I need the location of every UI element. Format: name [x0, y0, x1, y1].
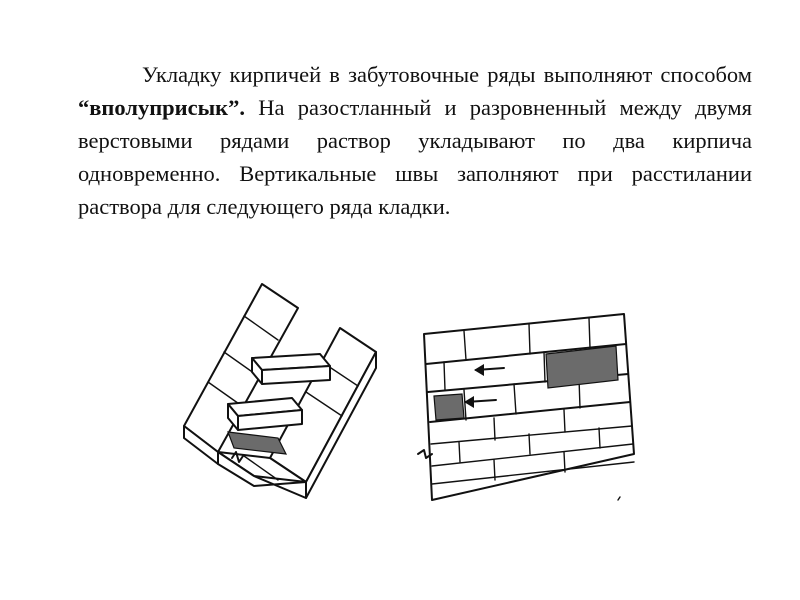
- break-mark: [231, 451, 244, 463]
- joint: [443, 361, 446, 391]
- joint: [493, 417, 496, 441]
- arrow-left-icon: [474, 364, 505, 376]
- joint: [493, 459, 496, 481]
- joint: [528, 433, 531, 455]
- method-name-bold: “вполуприсык”.: [78, 95, 246, 120]
- tick-mark: [617, 496, 621, 501]
- joint: [305, 391, 343, 417]
- course: [425, 343, 627, 365]
- joint: [598, 427, 601, 449]
- description-paragraph: Укладку кирпичей в забутовочные ряды вып…: [78, 58, 752, 223]
- mortar-patch: [545, 345, 619, 389]
- course: [431, 461, 635, 485]
- paragraph: Укладку кирпичей в забутовочные ряды вып…: [78, 58, 752, 223]
- joint: [528, 323, 531, 355]
- backfill-row-plan-drawing: [404, 304, 654, 504]
- joint: [243, 455, 279, 481]
- text-part-1: Укладку кирпичей в забутовочные ряды вып…: [142, 62, 752, 87]
- joint: [463, 330, 467, 361]
- joint: [458, 441, 461, 463]
- break-mark: [417, 449, 433, 459]
- course: [430, 425, 633, 445]
- joint: [243, 315, 279, 341]
- outline: [423, 313, 635, 501]
- joint: [463, 389, 467, 421]
- mortar-bed: [227, 431, 288, 455]
- joint: [207, 381, 243, 407]
- joint: [563, 451, 566, 473]
- plan-svg: [417, 313, 635, 501]
- text-part-3: На разостланный и разровненный между дву…: [78, 95, 752, 219]
- joint: [513, 383, 517, 415]
- isometric-svg: [183, 283, 377, 499]
- brick-1-front: [261, 365, 331, 385]
- joint: [543, 351, 546, 383]
- mortar-patch: [433, 393, 465, 421]
- course: [431, 443, 634, 467]
- arrow-left-icon: [464, 396, 497, 408]
- bottom-wall-front: [217, 451, 307, 499]
- half-press-laying-isometric-drawing: [170, 272, 390, 512]
- brick-2-front: [237, 409, 303, 431]
- course: [429, 401, 631, 423]
- joint: [588, 317, 591, 349]
- joint: [563, 409, 566, 433]
